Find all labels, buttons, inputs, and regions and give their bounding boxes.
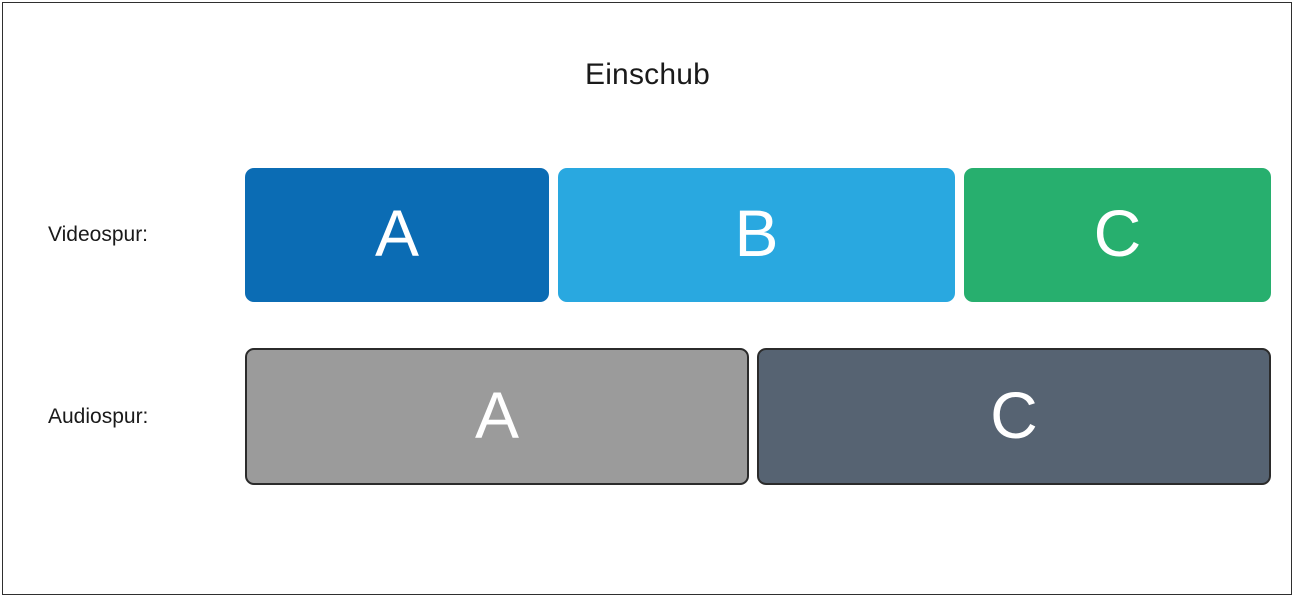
video-clip-b-letter: B — [734, 196, 779, 270]
audio-clip-a-letter: A — [474, 377, 520, 452]
video-clip-c-letter: C — [1093, 196, 1142, 270]
video-clip-a[interactable]: A — [245, 168, 549, 302]
audio-clip-a[interactable]: A — [245, 348, 749, 485]
audio-track-label: Audiospur: — [48, 405, 149, 428]
video-clip-a-letter: A — [374, 196, 420, 270]
page-title: Einschub — [584, 58, 710, 91]
audio-clip-c-letter: C — [990, 377, 1038, 452]
video-clip-c[interactable]: C — [964, 168, 1271, 302]
video-track-label: Videospur: — [48, 223, 149, 246]
audio-clip-c[interactable]: C — [757, 348, 1271, 485]
video-clip-b[interactable]: B — [558, 168, 955, 302]
